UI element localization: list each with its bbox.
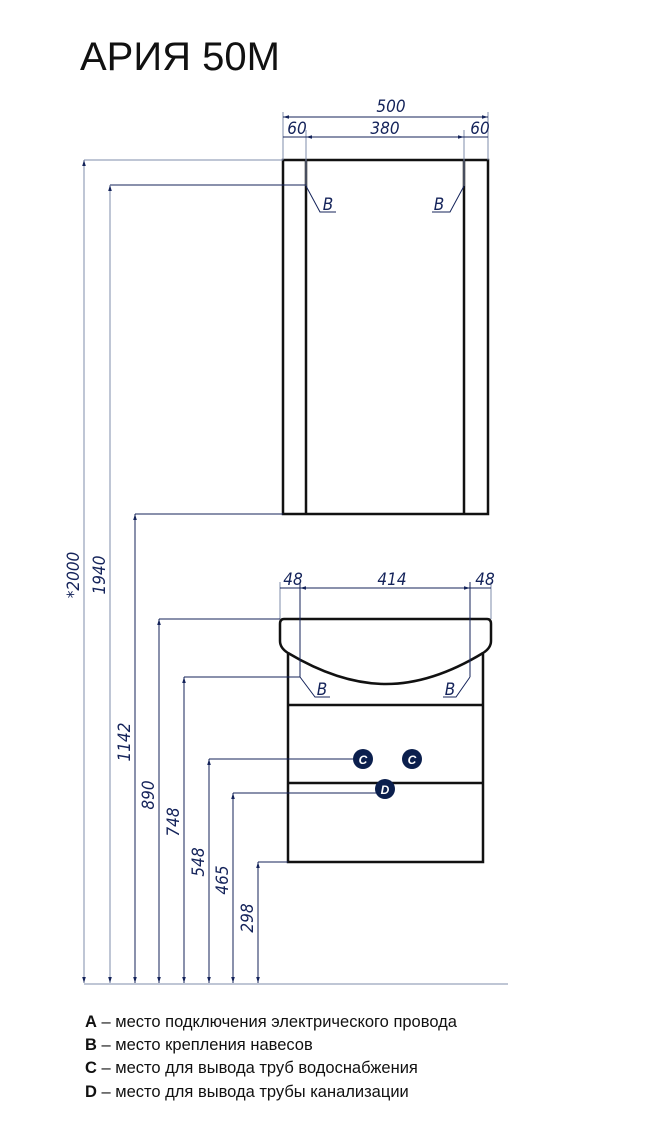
cabinet-middle-width-label: 414 [377,570,406,590]
mirror-mount-marker-left: B [323,195,334,215]
height-total-label: *2000 [64,552,84,599]
height-bottom-label: 298 [238,903,258,932]
height-top-label: 890 [139,780,159,809]
svg-text:D: D [381,783,390,797]
height-mount-label: 748 [164,807,184,836]
height-drain-label: 465 [213,865,233,894]
legend-item-a: A – место подключения электрического про… [85,1013,457,1031]
legend-item-b: B – место крепления навесов [85,1036,313,1054]
mirror-mount-leaders [305,185,465,213]
height-dimension-lines [82,159,508,985]
page-title: АРИЯ 50М [80,35,280,79]
mirror-width-dimensions [282,112,489,186]
cabinet-mount-marker-left: B [317,680,328,700]
mirror-total-width-label: 500 [376,97,405,117]
height-mirror-bottom-label: 1142 [115,723,135,762]
cabinet-width-dimensions [279,582,492,677]
vanity-cabinet [278,617,493,864]
mirror [281,158,490,516]
cabinet-mount-marker-right: B [445,680,456,700]
svg-text:C: C [359,753,368,767]
svg-text:C: C [408,753,417,767]
mirror-right-frame-label: 60 [470,119,489,139]
drain-outlet-marker: D [375,779,395,799]
legend-item-d: D – место для вывода трубы канализации [85,1083,409,1101]
height-water-label: 548 [189,847,209,876]
mirror-left-frame-label: 60 [287,119,306,139]
mirror-middle-width-label: 380 [370,119,399,139]
cabinet-mount-leaders [299,676,471,698]
water-outlet-marker-right: C [402,749,422,769]
height-mirror-mount-label: 1940 [90,556,110,595]
cabinet-left-offset-label: 48 [283,570,303,590]
water-outlet-marker-left: C [353,749,373,769]
legend-item-c: C – место для вывода труб водоснабжения [85,1059,418,1077]
mirror-mount-marker-right: B [434,195,445,215]
cabinet-right-offset-label: 48 [475,570,495,590]
